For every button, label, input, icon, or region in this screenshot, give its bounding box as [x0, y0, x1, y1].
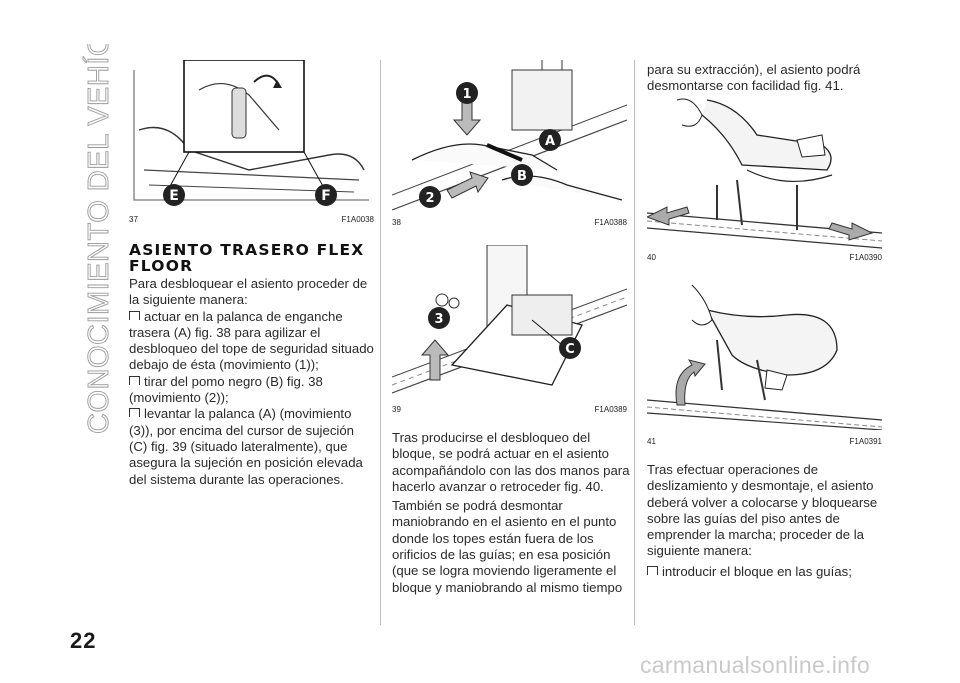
callout-f: F [315, 184, 337, 206]
callout-e: E [163, 184, 185, 206]
callout-b: B [511, 164, 533, 186]
figure-38: 1 A B 2 [392, 60, 627, 215]
svg-text:1: 1 [462, 87, 471, 102]
bullet-item: tirar del pomo negro (B) fig. 38 (movimi… [129, 373, 323, 406]
section-heading: ASIENTO TRASERO FLEX FLOOR [129, 241, 365, 275]
callout-a: A [539, 129, 561, 151]
svg-text:B: B [517, 169, 527, 184]
svg-text:E: E [169, 188, 179, 204]
bullet-marker-icon [129, 310, 140, 320]
bullet-item: levantar la palanca (A) (movimiento (3))… [129, 406, 363, 487]
figure-code: F1A0389 [594, 405, 627, 414]
paragraph: Tras efectuar operaciones de deslizamien… [647, 462, 878, 559]
figure-37: E F [129, 60, 374, 210]
figure-40-caption: 40 F1A0390 [647, 253, 882, 262]
bullet-item: introducir el bloque en las guías; [647, 564, 885, 580]
watermark: carmanualsonline.info [640, 652, 871, 678]
figure-number: 37 [129, 215, 138, 224]
figure-code: F1A0391 [849, 437, 882, 446]
intro-paragraph: Para desbloquear el asiento proceder de … [129, 276, 368, 308]
figure-number: 39 [392, 405, 401, 414]
bullet-marker-icon [647, 565, 658, 575]
svg-text:C: C [565, 342, 575, 357]
figure-code: F1A0390 [849, 253, 882, 262]
column-divider-2 [634, 60, 635, 625]
figure-41-caption: 41 F1A0391 [647, 437, 882, 446]
figure-number: 40 [647, 253, 656, 262]
paragraph: También se podrá desmontar maniobrando e… [392, 498, 623, 595]
side-title-text: CONOCIMIENTO DEL VEHÍCULO [82, 44, 115, 434]
figure-39: 3 C [392, 245, 627, 400]
svg-text:3: 3 [434, 312, 443, 327]
column-2-text: Tras producirse el desbloqueo del bloque… [392, 430, 630, 596]
callout-1: 1 [456, 82, 478, 104]
column-3-intro: para su extracción), el asiento podrá de… [647, 62, 882, 95]
page-number: 22 [70, 628, 97, 653]
figure-code: F1A0038 [341, 215, 374, 224]
callout-c: C [559, 337, 581, 359]
figure-39-caption: 39 F1A0389 [392, 405, 627, 414]
svg-text:A: A [545, 134, 555, 149]
column-3-text: Tras efectuar operaciones de deslizamien… [647, 462, 885, 580]
bullet-marker-icon [129, 375, 140, 385]
column-1-text: Para desbloquear el asiento proceder de … [129, 276, 374, 488]
figure-number: 41 [647, 437, 656, 446]
paragraph: Tras producirse el desbloqueo del bloque… [392, 430, 630, 494]
paragraph: para su extracción), el asiento podrá de… [647, 62, 861, 94]
figure-code: F1A0388 [594, 218, 627, 227]
figure-41 [647, 280, 882, 430]
callout-3: 3 [428, 307, 450, 329]
bullet-marker-icon [129, 408, 140, 418]
figure-number: 38 [392, 218, 401, 227]
svg-text:2: 2 [425, 191, 434, 206]
figure-37-caption: 37 F1A0038 [129, 215, 374, 224]
side-section-title: CONOCIMIENTO DEL VEHÍCULO [78, 0, 118, 444]
figure-38-caption: 38 F1A0388 [392, 218, 627, 227]
svg-text:F: F [321, 188, 331, 204]
callout-2: 2 [419, 186, 441, 208]
figure-40 [647, 95, 882, 250]
bullet-item: actuar en la palanca de enganche trasera… [129, 308, 374, 373]
column-divider-1 [380, 60, 381, 625]
